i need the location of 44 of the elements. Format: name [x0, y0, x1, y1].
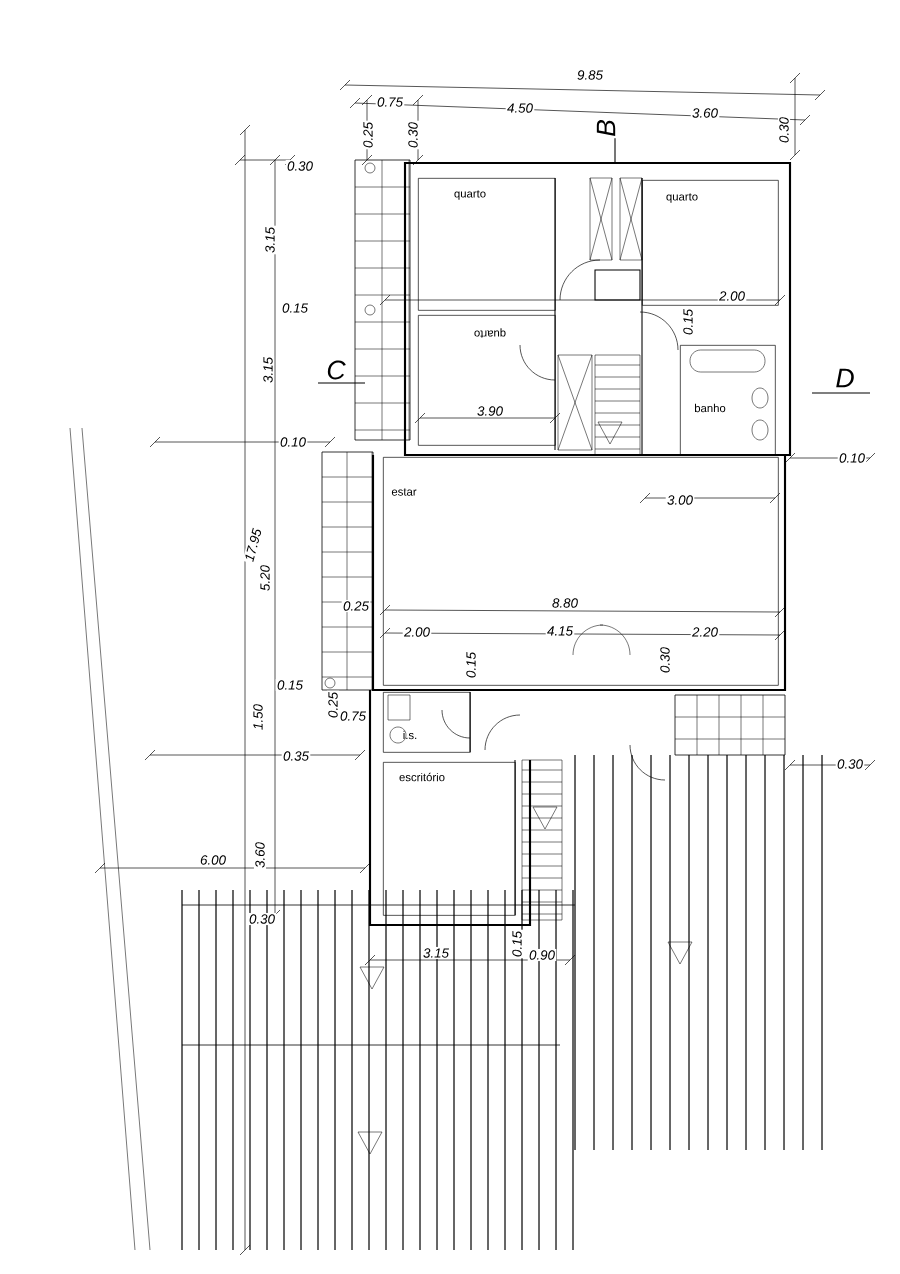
- dimension-label: 4.15: [545, 625, 575, 637]
- dimension-label: 0.30: [406, 120, 420, 150]
- room: i.s.: [383, 692, 471, 753]
- dimension-label: 0.30: [777, 115, 791, 145]
- room: banho: [680, 345, 776, 456]
- dimension-label: 0.10: [837, 451, 867, 465]
- dimension-label: 4.50: [505, 101, 535, 115]
- dimension-label: 0.90: [527, 948, 557, 962]
- dimension-label: 0.15: [280, 301, 310, 315]
- room: quarto: [418, 178, 556, 311]
- dimension-label: 0.25: [326, 690, 340, 720]
- dimension-label: 6.00: [198, 853, 228, 867]
- dimension-label: 1.50: [251, 702, 265, 732]
- dimension-label: 0.75: [375, 95, 405, 109]
- dimension-label: 0.15: [510, 929, 524, 959]
- dimension-label: 0.15: [275, 678, 305, 692]
- dimension-label: 3.15: [421, 946, 451, 960]
- dimension-label: 0.10: [278, 435, 308, 449]
- dimension-label: 2.00: [717, 289, 747, 303]
- dimension-label: 2.20: [690, 625, 720, 639]
- dimension-label: 3.60: [690, 106, 720, 120]
- dimension-label: 0.30: [247, 912, 277, 926]
- dimension-label: 0.25: [341, 599, 371, 613]
- dimension-label: 17.95: [242, 526, 264, 564]
- dimension-label: 3.60: [253, 840, 267, 870]
- section-marker: C: [325, 359, 347, 381]
- room: escritório: [383, 762, 516, 916]
- dimension-label: 0.35: [281, 749, 311, 763]
- dimension-label: 0.15: [464, 650, 478, 680]
- dimension-label: 0.30: [658, 645, 672, 675]
- dimension-label: 0.30: [835, 757, 865, 771]
- dimension-label: 9.85: [575, 68, 605, 82]
- dimension-label: 3.15: [261, 355, 275, 385]
- dimension-label: 0.25: [361, 120, 375, 150]
- dimension-label: 5.20: [258, 563, 272, 593]
- dimension-label: 8.80: [550, 596, 580, 610]
- dimension-label: 3.15: [263, 225, 277, 255]
- dimension-label: 0.15: [681, 307, 695, 337]
- section-marker: D: [834, 367, 856, 389]
- dimension-label: 0.30: [285, 159, 315, 173]
- dimension-label: 2.00: [402, 625, 432, 639]
- dimension-label: 3.00: [665, 493, 695, 507]
- dimension-label: 3.90: [475, 404, 505, 418]
- dimension-label: 0.75: [338, 709, 368, 723]
